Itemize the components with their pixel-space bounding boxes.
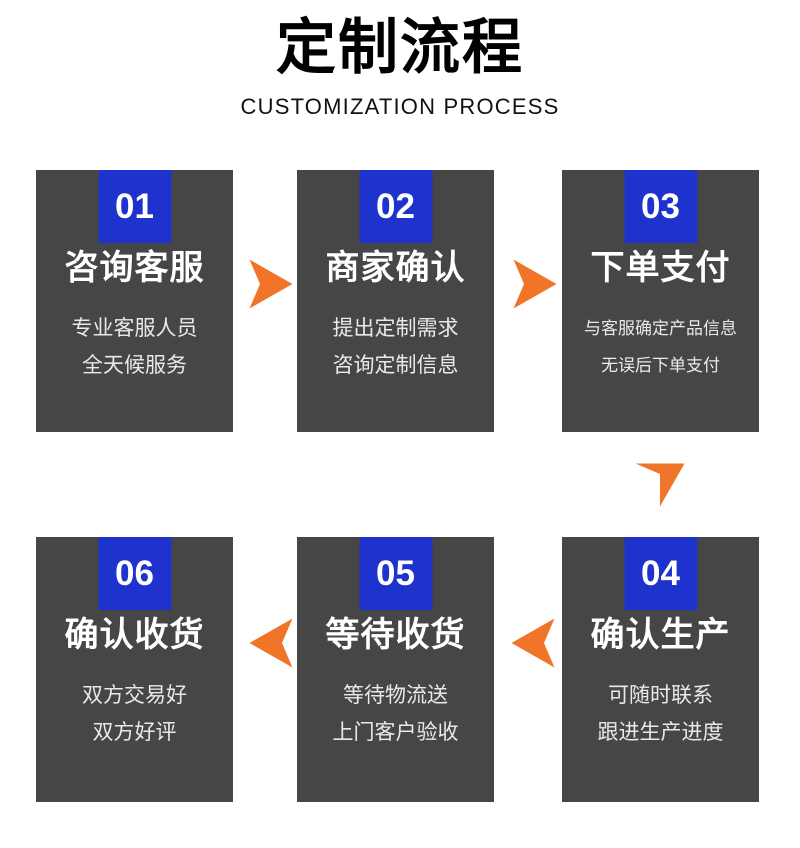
step-number-badge-03: 03 [624,170,697,243]
step-description-line: 专业客服人员 [71,317,198,340]
step-card-05[interactable]: 05 等待收货 等待物流送 上门客户验收 [297,537,494,802]
step-description-line: 双方交易好 [82,684,187,707]
step-description-06: 双方交易好 双方好评 [36,677,233,751]
step-description-line: 提出定制需求 [332,317,459,340]
step-title-03: 下单支付 [590,249,731,287]
step-title-04: 确认生产 [590,616,731,654]
step-description-line: 与客服确定产品信息 [584,319,737,338]
step-title-05: 等待收货 [325,616,466,654]
step-title-01: 咨询客服 [64,249,205,287]
arrow-left-icon [248,617,294,669]
step-number-04: 04 [641,554,680,593]
step-description-03: 与客服确定产品信息 无误后下单支付 [562,310,759,384]
step-number-03: 03 [641,187,680,226]
step-card-01[interactable]: 01 咨询客服 专业客服人员 全天候服务 [36,170,233,432]
arrow-left-icon [510,617,556,669]
step-description-line: 上门客户验收 [332,721,459,744]
step-description-line: 可随时联系 [608,684,713,707]
step-title-06: 确认收货 [64,616,205,654]
step-number-badge-06: 06 [98,537,171,610]
step-description-line: 无误后下单支付 [601,356,720,375]
step-description-01: 专业客服人员 全天候服务 [36,310,233,384]
step-number-02: 02 [376,187,415,226]
step-number-06: 06 [115,554,154,593]
step-description-line: 等待物流送 [343,684,448,707]
page-header: 定制流程 CUSTOMIZATION PROCESS [0,0,800,120]
step-description-line: 全天候服务 [82,354,187,377]
step-card-02[interactable]: 02 商家确认 提出定制需求 咨询定制信息 [297,170,494,432]
step-card-04[interactable]: 04 确认生产 可随时联系 跟进生产进度 [562,537,759,802]
arrow-right-icon [512,258,558,310]
step-title-02: 商家确认 [325,249,466,287]
step-description-line: 跟进生产进度 [597,721,724,744]
step-number-badge-01: 01 [98,170,171,243]
step-number-badge-04: 04 [624,537,697,610]
page-subtitle: CUSTOMIZATION PROCESS [240,94,560,119]
arrow-down-icon [634,462,686,508]
step-description-line: 咨询定制信息 [332,354,459,377]
step-description-line: 双方好评 [92,721,177,744]
step-number-01: 01 [115,187,154,226]
step-number-badge-05: 05 [359,537,432,610]
step-card-03[interactable]: 03 下单支付 与客服确定产品信息 无误后下单支付 [562,170,759,432]
arrow-right-icon [248,258,294,310]
step-number-05: 05 [376,554,415,593]
step-card-06[interactable]: 06 确认收货 双方交易好 双方好评 [36,537,233,802]
step-description-05: 等待物流送 上门客户验收 [297,677,494,751]
step-description-04: 可随时联系 跟进生产进度 [562,677,759,751]
step-number-badge-02: 02 [359,170,432,243]
page-title: 定制流程 [276,14,524,81]
step-description-02: 提出定制需求 咨询定制信息 [297,310,494,384]
